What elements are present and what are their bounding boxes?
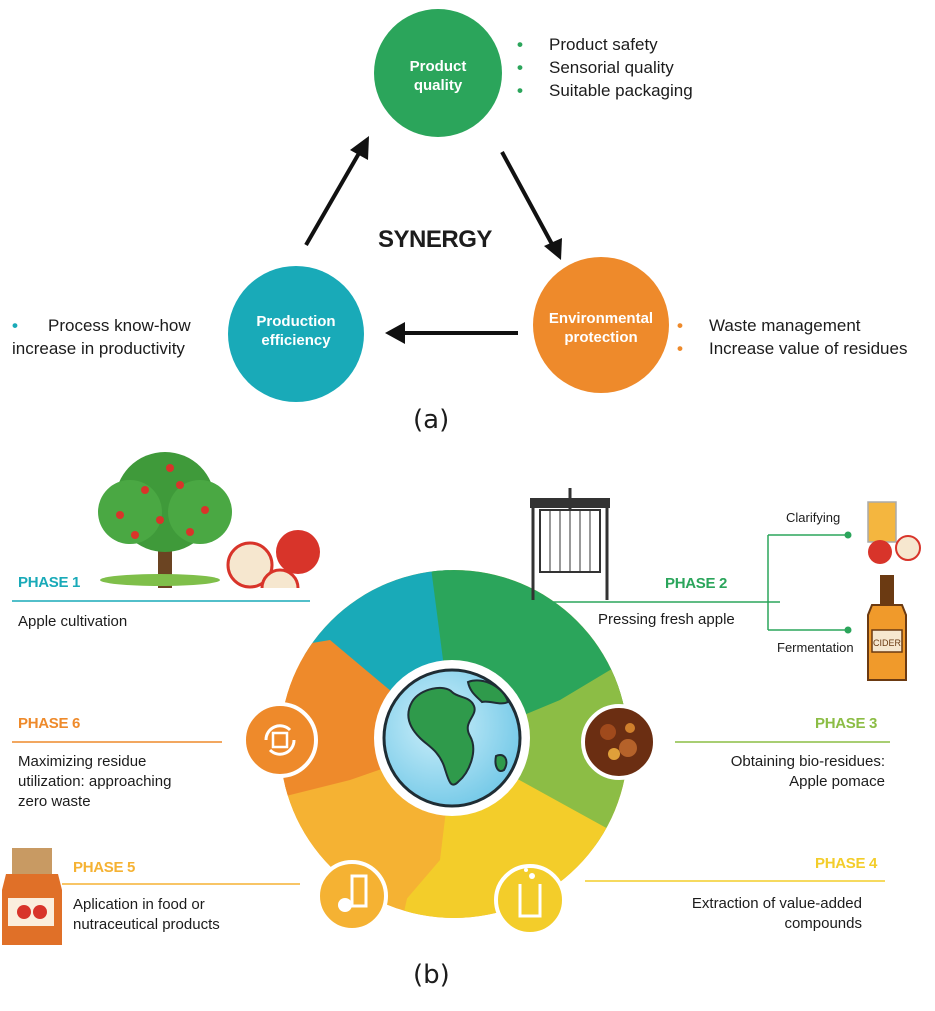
product-quality-title-line1: Product (409, 58, 467, 75)
phase2-desc: Pressing fresh apple (598, 611, 735, 628)
arrowhead-up (350, 136, 369, 160)
bullet-item: • Increase value of residues (677, 337, 907, 360)
synergy-label: SYNERGY (378, 226, 492, 253)
bullet-dot-icon: • (677, 316, 683, 335)
bullet-dot-icon: • (517, 58, 523, 77)
cider-label: CIDER (873, 638, 902, 648)
recycle-box-icon (242, 702, 318, 778)
phase3-desc-line1: Obtaining bio-residues: (730, 753, 885, 770)
bullet-item: • Waste management (677, 314, 907, 337)
bullet-dot-icon: • (517, 81, 523, 100)
phase3-desc-line2: Apple pomace (789, 773, 885, 790)
phase4-desc: Extraction of value-added compounds (640, 894, 862, 934)
phase6-desc-line1: Maximizing residue (18, 753, 147, 770)
phase6-desc: Maximizing residue utilization: approach… (18, 752, 171, 812)
bullet-item: • Product safety (517, 33, 693, 56)
globe-continent-africa (407, 686, 476, 786)
apple-press-icon (530, 488, 610, 600)
bullet-item: • Suitable packaging (517, 79, 693, 102)
bullet-item: • Process know-how (12, 314, 191, 337)
phase3-title: PHASE 3 (815, 715, 878, 732)
phase2-title: PHASE 2 (665, 575, 728, 592)
phase3-desc: Obtaining bio-residues: Apple pomace (685, 752, 885, 792)
bullet-text: Product safety (549, 35, 658, 54)
phase6-desc-line3: zero waste (18, 793, 91, 810)
clarifying-label: Clarifying (786, 510, 841, 525)
phase4-desc-line2: compounds (784, 915, 862, 932)
fermentation-label: Fermentation (777, 640, 854, 655)
synergy-diagram (228, 9, 669, 402)
apple-pomace-image (581, 704, 657, 780)
bullet-text: Waste management (709, 316, 861, 335)
phase5-desc: Aplication in food or nutraceutical prod… (73, 895, 220, 935)
globe-island (494, 754, 508, 772)
cider-bottle-icon: CIDER (867, 575, 907, 681)
environmental-protection-circle (533, 257, 669, 393)
phase6-title: PHASE 6 (18, 715, 81, 732)
bullet-dot-icon: • (677, 339, 683, 358)
production-efficiency-bullets: • Process know-how increase in productivi… (12, 314, 191, 360)
production-efficiency-title: Production efficiency (228, 313, 364, 351)
bullet-text: Process know-how (48, 316, 191, 335)
product-quality-title: Product quality (374, 58, 502, 96)
phase5-title: PHASE 5 (73, 859, 136, 876)
environmental-protection-title-line1: Environmental (548, 310, 654, 327)
bullet-item: • Sensorial quality (517, 56, 693, 79)
product-quality-title-line2: quality (413, 76, 463, 94)
apple-halves-icon (226, 530, 320, 589)
arrow-quality-to-environment (500, 151, 555, 247)
caption-b: (b) (413, 960, 450, 990)
phase1-desc: Apple cultivation (18, 613, 128, 630)
globe-continent-europe (466, 679, 510, 705)
bullet-dot-icon: • (12, 316, 18, 335)
product-quality-circle (374, 9, 502, 137)
bullet-text: Suitable packaging (549, 81, 693, 100)
production-efficiency-title-line2: efficiency (261, 331, 331, 349)
wheel-segment-phase6 (280, 640, 454, 800)
bullet-text-continued: increase in productivity (12, 339, 185, 358)
phase5-desc-line1: Aplication in food or (73, 896, 205, 913)
product-quality-bullets: • Product safety • Sensorial quality • Suit… (517, 33, 693, 102)
caption-a: (a) (413, 405, 450, 435)
beaker-icon (494, 864, 566, 936)
circular-economy-diagram: CIDER (2, 452, 921, 945)
apple-tree-icon (98, 452, 232, 588)
phase1-title: PHASE 1 (18, 574, 81, 591)
environmental-protection-title-line2: protection (564, 328, 638, 346)
arrow-efficiency-to-quality (304, 147, 364, 246)
branch-node (844, 626, 852, 634)
production-efficiency-title-line1: Production (256, 313, 336, 330)
bullet-text: Sensorial quality (549, 58, 674, 77)
apple-juice-icon (867, 501, 921, 564)
bullet-text: Increase value of residues (709, 339, 908, 358)
environmental-protection-title: Environmental protection (533, 310, 669, 348)
bullet-dot-icon: • (517, 35, 523, 54)
phase4-desc-line1: Extraction of value-added (691, 895, 862, 912)
arrowhead-left (385, 322, 405, 344)
phase4-title: PHASE 4 (815, 855, 878, 872)
phase6-desc-line2: utilization: approaching (18, 773, 172, 790)
environmental-protection-bullets: • Waste management • Increase value of res… (677, 314, 907, 360)
phase5-desc-line2: nutraceutical products (73, 916, 220, 933)
production-efficiency-circle (228, 266, 364, 402)
apple-jar-icon (2, 848, 62, 945)
arrowhead-down (544, 238, 562, 260)
branch-node (844, 531, 852, 539)
